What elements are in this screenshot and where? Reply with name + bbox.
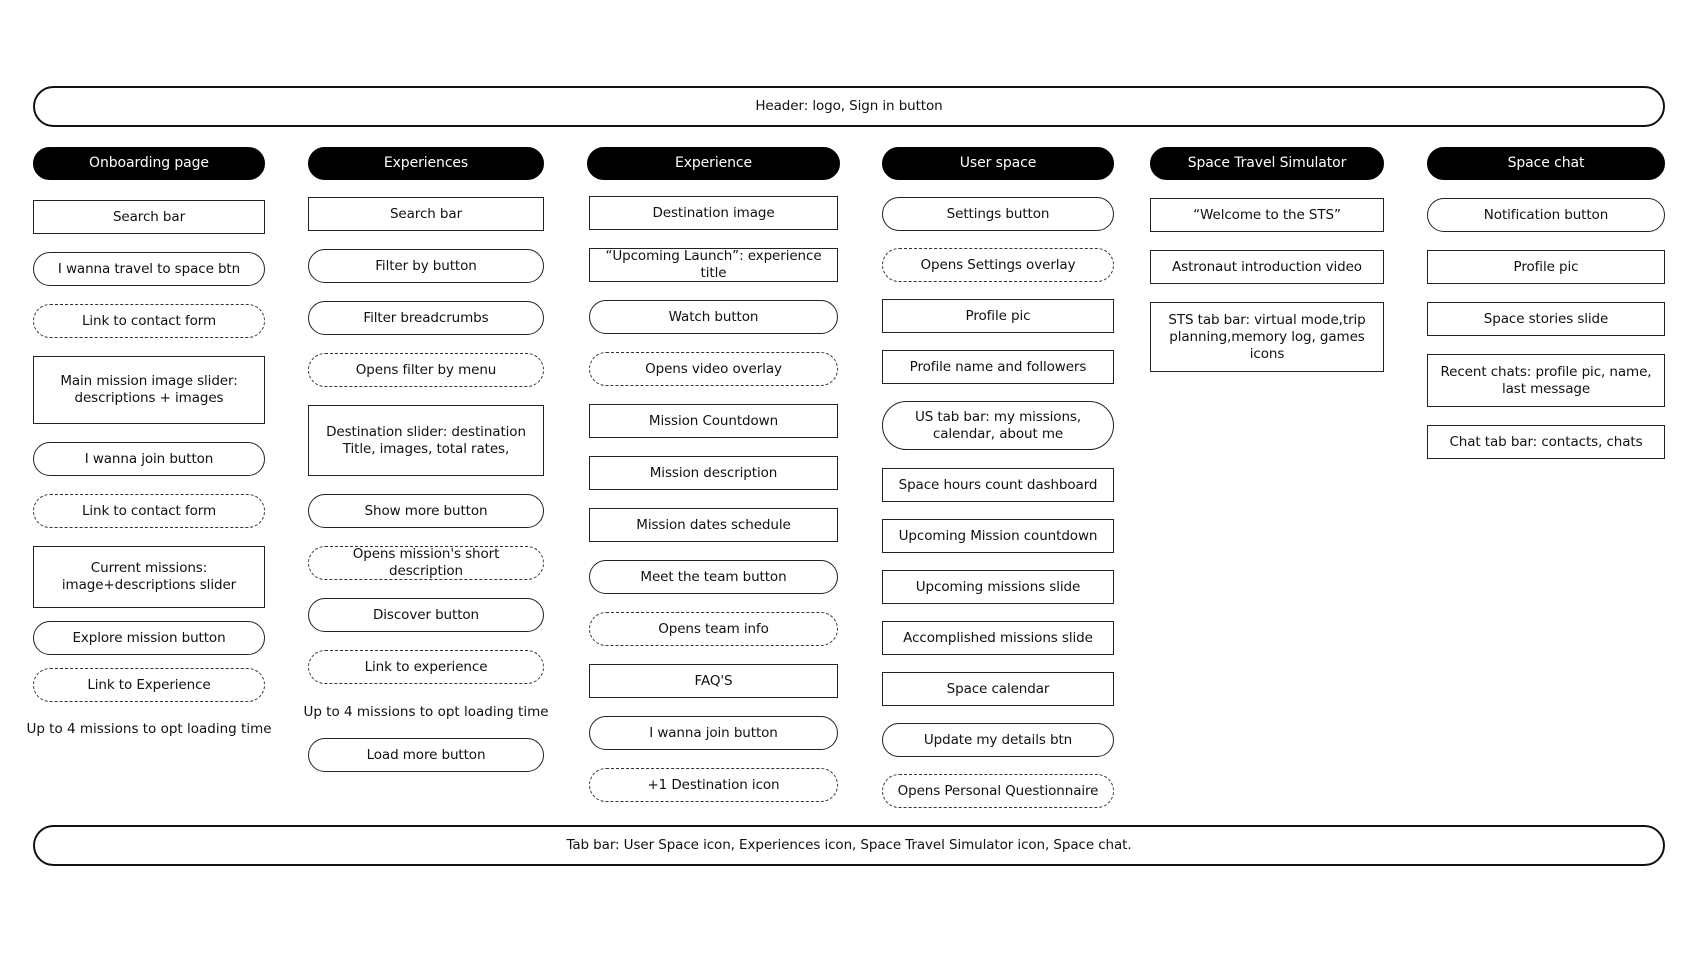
sts-tab-bar-node: STS tab bar: virtual mode,trip planning,…: [1150, 302, 1384, 372]
space-chat-stories-node: Space stories slide: [1427, 302, 1665, 336]
space-chat-column-header: Space chat: [1427, 147, 1665, 180]
experience-countdown-node: Mission Countdown: [589, 404, 838, 438]
user-space-settings-overlay-node: Opens Settings overlay: [882, 248, 1114, 282]
onboarding-note: Up to 4 missions to opt loading time: [26, 721, 272, 737]
space-chat-profile-pic-node: Profile pic: [1427, 250, 1665, 284]
sts-intro-video-node: Astronaut introduction video: [1150, 250, 1384, 284]
experiences-note: Up to 4 missions to opt loading time: [303, 704, 549, 720]
experiences-show-more-node: Show more button: [308, 494, 544, 528]
experience-upcoming-launch-node: “Upcoming Launch”: experience title: [589, 248, 838, 282]
space-chat-recent-chats-node: Recent chats: profile pic, name, last me…: [1427, 354, 1665, 407]
header-bar-node: Header: logo, Sign in button: [33, 86, 1665, 127]
onboarding-current-missions-node: Current missions: image+descriptions sli…: [33, 546, 265, 608]
experiences-destination-slider-node: Destination slider: destination Title, i…: [308, 405, 544, 476]
user-space-update-details-node: Update my details btn: [882, 723, 1114, 757]
user-space-profile-pic-node: Profile pic: [882, 299, 1114, 333]
onboarding-travel-btn-node: I wanna travel to space btn: [33, 252, 265, 286]
user-space-hours-dashboard-node: Space hours count dashboard: [882, 468, 1114, 502]
experiences-search-bar-node: Search bar: [308, 197, 544, 231]
experience-video-overlay-node: Opens video overlay: [589, 352, 838, 386]
user-space-settings-button-node: Settings button: [882, 197, 1114, 231]
experiences-load-more-node: Load more button: [308, 738, 544, 772]
onboarding-join-button-node: I wanna join button: [33, 442, 265, 476]
experience-faq-node: FAQ'S: [589, 664, 838, 698]
experience-description-node: Mission description: [589, 456, 838, 490]
user-space-accomplished-slide-node: Accomplished missions slide: [882, 621, 1114, 655]
onboarding-contact-link-node: Link to contact form: [33, 304, 265, 338]
user-space-calendar-node: Space calendar: [882, 672, 1114, 706]
experience-meet-team-node: Meet the team button: [589, 560, 838, 594]
tab-bar-node: Tab bar: User Space icon, Experiences ic…: [33, 825, 1665, 866]
experience-watch-button-node: Watch button: [589, 300, 838, 334]
experience-team-info-node: Opens team info: [589, 612, 838, 646]
onboarding-column-header: Onboarding page: [33, 147, 265, 180]
experiences-column-header: Experiences: [308, 147, 544, 180]
user-space-upcoming-slide-node: Upcoming missions slide: [882, 570, 1114, 604]
space-chat-tab-bar-node: Chat tab bar: contacts, chats: [1427, 425, 1665, 459]
onboarding-experience-link-node: Link to Experience: [33, 668, 265, 702]
experiences-experience-link-node: Link to experience: [308, 650, 544, 684]
space-chat-notification-node: Notification button: [1427, 198, 1665, 232]
onboarding-main-slider-node: Main mission image slider: descriptions …: [33, 356, 265, 424]
experience-column-header: Experience: [587, 147, 840, 180]
user-space-profile-name-node: Profile name and followers: [882, 350, 1114, 384]
experience-dates-schedule-node: Mission dates schedule: [589, 508, 838, 542]
sts-welcome-node: “Welcome to the STS”: [1150, 198, 1384, 232]
experience-destination-icon-node: +1 Destination icon: [589, 768, 838, 802]
experiences-discover-button-node: Discover button: [308, 598, 544, 632]
onboarding-search-bar-node: Search bar: [33, 200, 265, 234]
user-space-tab-bar-node: US tab bar: my missions, calendar, about…: [882, 401, 1114, 450]
experiences-short-description-node: Opens mission's short description: [308, 546, 544, 580]
user-space-column-header: User space: [882, 147, 1114, 180]
experience-destination-image-node: Destination image: [589, 196, 838, 230]
onboarding-contact-link-2-node: Link to contact form: [33, 494, 265, 528]
experience-join-button-node: I wanna join button: [589, 716, 838, 750]
experiences-breadcrumbs-node: Filter breadcrumbs: [308, 301, 544, 335]
experiences-filter-button-node: Filter by button: [308, 249, 544, 283]
sts-column-header: Space Travel Simulator: [1150, 147, 1384, 180]
user-space-mission-countdown-node: Upcoming Mission countdown: [882, 519, 1114, 553]
user-space-questionnaire-node: Opens Personal Questionnaire: [882, 774, 1114, 808]
experiences-filter-menu-node: Opens filter by menu: [308, 353, 544, 387]
onboarding-explore-button-node: Explore mission button: [33, 621, 265, 655]
